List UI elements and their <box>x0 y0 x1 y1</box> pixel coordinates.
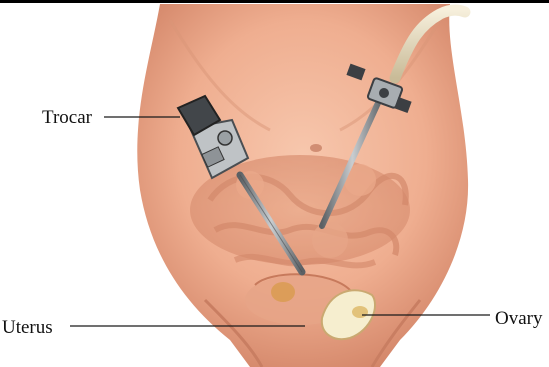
trocar-label: Trocar <box>42 108 92 127</box>
navel <box>310 144 322 152</box>
ovary-label: Ovary <box>495 309 542 328</box>
uterus-label: Uterus <box>2 318 53 337</box>
